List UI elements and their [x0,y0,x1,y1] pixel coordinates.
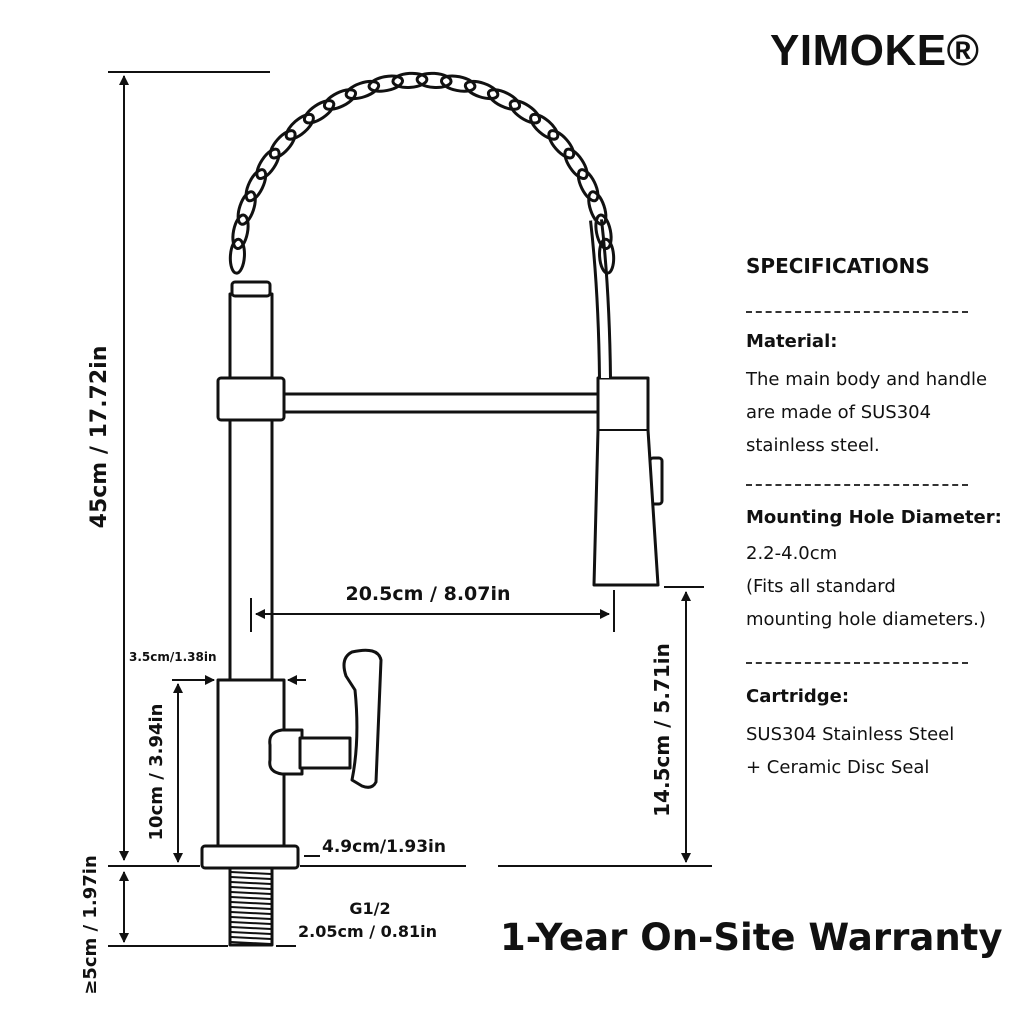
spring-coil-loop [228,237,246,275]
dimension-lines [108,71,712,947]
spring-coil-loop [231,213,250,251]
cartridge-heading: Cartridge: [746,686,850,707]
threaded-shank [228,865,274,947]
spring-coil-loop [529,112,560,141]
cartridge-line: SUS304 Stainless Steel [746,724,955,745]
spring-coil-loop [439,74,477,93]
spray-head [592,376,664,587]
thread-line [230,926,272,930]
spring-coil-loop [463,79,500,101]
thread-diameter-label: 2.05cm / 0.81in [298,922,437,941]
thread-line [230,876,272,880]
cartridge-text: SUS304 Stainless Steel + Ceramic Disc Se… [746,718,1008,784]
spring-coil-loop [547,129,576,160]
mounting-hole-text: 2.2-4.0cm (Fits all standard mounting ho… [746,537,1008,636]
material-line: are made of SUS304 [746,402,932,423]
shank-length-label: ≥5cm / 1.97in [80,855,101,995]
mounting-hole-line: 2.2-4.0cm [746,543,838,564]
thread-line [230,916,272,920]
thread-line [230,941,272,945]
thread-line [230,871,272,875]
spring-coil-loop [391,71,429,89]
warranty-text: 1-Year On-Site Warranty [500,916,1003,959]
collar [216,376,286,422]
spec-divider [746,662,968,664]
cartridge-line: + Ceramic Disc Seal [746,757,930,778]
mounting-hole-line: (Fits all standard [746,576,896,597]
material-line: stainless steel. [746,435,880,456]
spring-coil [228,71,616,275]
specifications-title: SPECIFICATIONS [746,254,930,278]
mounting-hole-line: mounting hole diameters.) [746,609,986,630]
holder-arm [282,392,608,414]
body-height-label: 10cm / 3.94in [146,704,167,841]
thread-line [230,936,272,940]
spring-coil-loop [415,71,453,89]
thread-line [230,886,272,890]
spec-divider [746,484,968,486]
spec-divider [746,311,968,313]
spring-coil-loop [244,168,268,203]
spring-coil-loop [268,129,297,160]
spring-coil-loop [563,147,589,180]
total-height-label: 45cm / 17.72in [87,346,112,529]
thread-line [230,896,272,900]
body-diameter-label: 3.5cm/1.38in [129,650,217,664]
thread-line [230,921,272,925]
brand-logo: YIMOKE® [770,26,980,75]
spring-coil-loop [284,112,315,141]
spring-coil-loop [302,99,336,125]
thread-line [230,901,272,905]
spring-coil-loop [344,79,381,101]
spring-coil-loop [255,147,281,180]
spring-coil-loop [576,168,600,203]
thread-line [230,931,272,935]
material-heading: Material: [746,331,838,352]
spring-coil-loop [598,237,616,275]
thread-line [230,906,272,910]
thread-type-label: G1/2 [349,899,390,918]
mounting-base [200,844,300,870]
spring-coil-loop [594,213,613,251]
spring-coil-loop [236,190,257,226]
thread-line [230,891,272,895]
handle [268,648,383,789]
faucet-drawing [200,71,664,947]
spring-coil-loop [508,99,542,125]
thread-line [230,881,272,885]
spring-coil-loop [486,88,522,111]
spring-coil-loop [322,88,358,111]
base-diameter-label: 4.9cm/1.93in [322,837,446,857]
spout-height-label: 14.5cm / 5.71in [650,643,674,817]
material-line: The main body and handle [746,369,988,390]
spring-coil-loop [587,190,608,226]
mounting-hole-heading: Mounting Hole Diameter: [746,507,1002,528]
spring-coil-loop [367,74,405,93]
material-text: The main body and handle are made of SUS… [746,363,1008,462]
spout-reach-label: 20.5cm / 8.07in [345,583,510,605]
thread-line [230,911,272,915]
